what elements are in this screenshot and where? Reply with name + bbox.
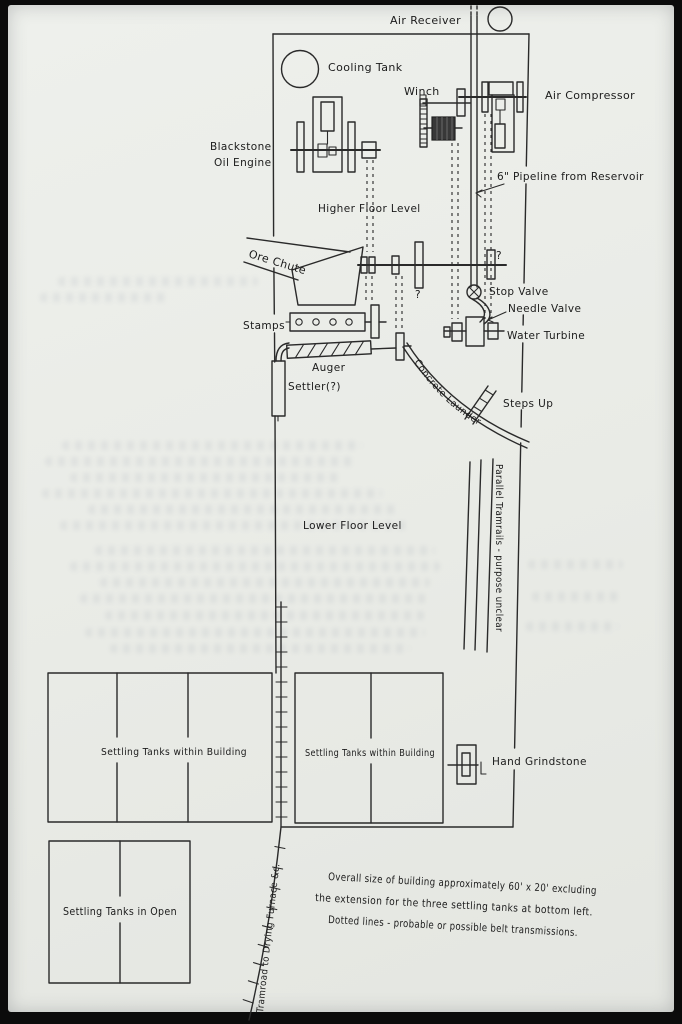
question-mark-shaft: ?: [415, 289, 421, 301]
concrete-launder-curve: [402, 342, 530, 449]
label-water-turbine: Water Turbine: [507, 330, 585, 342]
tramroad-track: [242, 601, 288, 1021]
ore-chute-shape: [243, 237, 364, 306]
label-stamps: Stamps: [243, 320, 285, 332]
parallel-tramrails-lines: [463, 458, 494, 653]
label-cooling-tank: Cooling Tank: [328, 61, 403, 74]
stop-valve-assembly: [466, 284, 507, 325]
label-engine-line2: Oil Engine: [214, 157, 271, 169]
label-needle-valve: Needle Valve: [508, 303, 581, 315]
settling-tanks-left: [47, 672, 273, 823]
label-pipeline: 6" Pipeline from Reservoir: [497, 171, 644, 183]
label-winch: Winch: [404, 85, 440, 98]
label-air-receiver: Air Receiver: [390, 14, 461, 27]
belt-transmission-dashes: [365, 114, 492, 330]
label-engine-line1: Blackstone: [210, 141, 272, 153]
settling-tanks-open: [48, 840, 191, 984]
building-outline: [272, 33, 530, 828]
steps-ladder: [464, 385, 497, 425]
label-parallel-tramrails: Parallel Tramrails - purpose unclear: [493, 464, 504, 632]
pipeline-6in: [470, 5, 505, 288]
label-settling-building-right: Settling Tanks within Building: [305, 748, 435, 759]
water-turbine-machine: [443, 316, 505, 347]
notes-block: Overall size of building approximately 6…: [315, 871, 597, 939]
settling-tanks-right: [294, 672, 444, 824]
line-shaft: [357, 241, 507, 289]
note-line-1: Overall size of building approximately 6…: [328, 871, 597, 897]
label-auger: Auger: [312, 362, 346, 374]
air-compressor-machine: [458, 81, 527, 153]
air-receiver-circle: [487, 6, 513, 32]
label-steps-up: Steps Up: [503, 398, 553, 410]
label-higher-floor: Higher Floor Level: [318, 203, 421, 215]
label-hand-grindstone: Hand Grindstone: [492, 756, 587, 768]
label-settling-open: Settling Tanks in Open: [63, 906, 177, 918]
question-mark-pulley: ?: [496, 250, 502, 262]
oil-engine: [290, 96, 381, 173]
cooling-tank-circle: [280, 49, 320, 89]
stamps-machine: [285, 304, 387, 339]
winch-machine: [419, 88, 471, 148]
auger-settler: [271, 332, 412, 422]
page-background: [8, 5, 674, 1012]
label-settling-building-left: Settling Tanks within Building: [101, 747, 247, 758]
label-air-compressor: Air Compressor: [545, 89, 635, 102]
label-tramroad: Tramroad to Drying Furnace &c.: [255, 863, 283, 1014]
label-concrete-launder: Concrete Launder: [411, 358, 482, 428]
label-settler: Settler(?): [288, 381, 341, 393]
label-stop-valve: Stop Valve: [489, 286, 549, 298]
note-line-3: Dotted lines - probable or possible belt…: [328, 914, 578, 939]
hand-grindstone-machine: [447, 744, 487, 785]
label-lower-floor: Lower Floor Level: [303, 520, 402, 532]
